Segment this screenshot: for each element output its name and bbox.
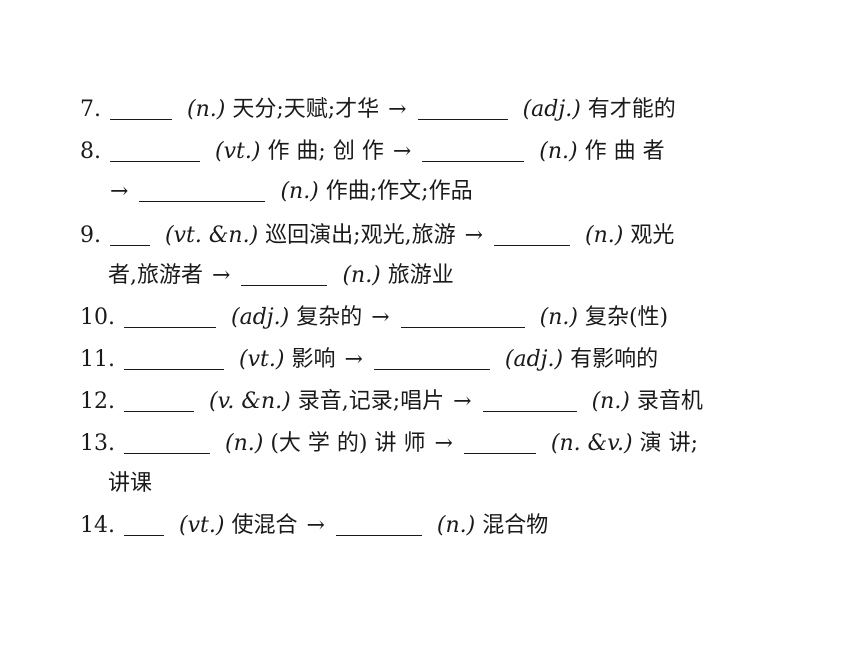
arrow-icon: → — [371, 305, 390, 330]
answer-blank[interactable] — [463, 431, 536, 454]
meaning: 使混合 — [231, 513, 298, 538]
meaning: 录音机 — [636, 389, 703, 414]
item-13-continued: 讲课 — [108, 468, 152, 500]
meaning: 巡回演出;观光,旅游 — [265, 223, 456, 248]
item-12: 12. (v. &n.) 录音,记录;唱片 → (n.) 录音机 — [80, 386, 703, 418]
meaning: 复杂(性) — [584, 305, 669, 330]
meaning: (大 学 的) 讲 师 — [270, 431, 426, 456]
meaning: 有才能的 — [587, 97, 676, 122]
item-10: 10. (adj.) 复杂的 → (n.) 复杂(性) — [80, 302, 668, 334]
answer-blank[interactable] — [124, 431, 210, 454]
part-of-speech: (n. &v.) — [550, 431, 633, 456]
part-of-speech: (n.) — [539, 305, 578, 330]
arrow-icon: → — [464, 223, 484, 248]
meaning: 讲课 — [108, 471, 153, 496]
arrow-icon: → — [434, 431, 453, 456]
answer-blank[interactable] — [124, 347, 224, 370]
item-8-continued: → (n.) 作曲;作文;作品 — [108, 176, 473, 208]
part-of-speech: (adj.) — [522, 97, 581, 122]
part-of-speech: (n.) — [436, 513, 476, 538]
meaning: 有影响的 — [570, 347, 659, 372]
part-of-speech: (n.) — [187, 97, 226, 122]
part-of-speech: (vt. &n.) — [165, 223, 259, 248]
answer-blank[interactable] — [124, 389, 194, 412]
part-of-speech: (n.) — [342, 263, 381, 288]
answer-blank[interactable] — [241, 263, 328, 286]
answer-blank[interactable] — [373, 347, 490, 370]
answer-blank[interactable] — [139, 179, 266, 202]
item-13: 13. (n.) (大 学 的) 讲 师 → (n. &v.) 演 讲; — [80, 428, 698, 460]
item-number: 9. — [80, 223, 101, 248]
answer-blank[interactable] — [124, 513, 164, 536]
item-number: 13. — [80, 431, 115, 456]
item-number: 8. — [80, 139, 101, 164]
arrow-icon: → — [453, 389, 472, 414]
arrow-icon: → — [110, 179, 129, 204]
answer-blank[interactable] — [482, 389, 577, 412]
item-number: 14. — [80, 513, 115, 538]
arrow-icon: → — [392, 139, 412, 164]
meaning: 作曲;作文;作品 — [325, 179, 473, 204]
meaning: 者,旅游者 — [108, 263, 203, 288]
part-of-speech: (n.) — [585, 223, 624, 248]
part-of-speech: (adj.) — [231, 305, 290, 330]
answer-blank[interactable] — [335, 513, 422, 536]
answer-blank[interactable] — [400, 305, 525, 328]
item-9-continued: 者,旅游者 → (n.) 旅游业 — [108, 260, 454, 292]
part-of-speech: (vt.) — [239, 347, 285, 372]
meaning: 观光 — [630, 223, 675, 248]
answer-blank[interactable] — [110, 139, 200, 162]
arrow-icon: → — [306, 513, 325, 538]
item-number: 7. — [80, 97, 101, 122]
item-8: 8. (vt.) 作 曲; 创 作 → (n.) 作 曲 者 — [80, 136, 665, 168]
part-of-speech: (vt.) — [215, 139, 261, 164]
part-of-speech: (n.) — [591, 389, 630, 414]
answer-blank[interactable] — [124, 305, 216, 328]
item-9: 9. (vt. &n.) 巡回演出;观光,旅游 → (n.) 观光 — [80, 220, 674, 252]
item-11: 11. (vt.) 影响 → (adj.) 有影响的 — [80, 344, 658, 376]
arrow-icon: → — [388, 97, 407, 122]
meaning: 作 曲 者 — [584, 139, 665, 164]
meaning: 天分;天赋;才华 — [232, 97, 380, 122]
meaning: 混合物 — [482, 513, 549, 538]
answer-blank[interactable] — [422, 139, 525, 162]
answer-blank[interactable] — [110, 97, 172, 120]
meaning: 旅游业 — [387, 263, 454, 288]
meaning: 录音,记录;唱片 — [297, 389, 445, 414]
item-number: 11. — [80, 347, 115, 372]
arrow-icon: → — [212, 263, 231, 288]
part-of-speech: (n.) — [539, 139, 578, 164]
part-of-speech: (v. &n.) — [209, 389, 291, 414]
answer-blank[interactable] — [417, 97, 508, 120]
part-of-speech: (n.) — [225, 431, 264, 456]
part-of-speech: (vt.) — [179, 513, 225, 538]
answer-blank[interactable] — [494, 223, 571, 246]
item-14: 14. (vt.) 使混合 → (n.) 混合物 — [80, 510, 548, 542]
part-of-speech: (adj.) — [504, 347, 564, 372]
part-of-speech: (n.) — [280, 179, 319, 204]
answer-blank[interactable] — [110, 223, 150, 246]
item-7: 7. (n.) 天分;天赋;才华 → (adj.) 有才能的 — [80, 94, 676, 126]
meaning: 演 讲; — [639, 431, 699, 456]
item-number: 10. — [80, 305, 115, 330]
arrow-icon: → — [344, 347, 363, 372]
meaning: 复杂的 — [296, 305, 363, 330]
meaning: 作 曲; 创 作 — [267, 139, 384, 164]
item-number: 12. — [80, 389, 115, 414]
meaning: 影响 — [291, 347, 336, 372]
